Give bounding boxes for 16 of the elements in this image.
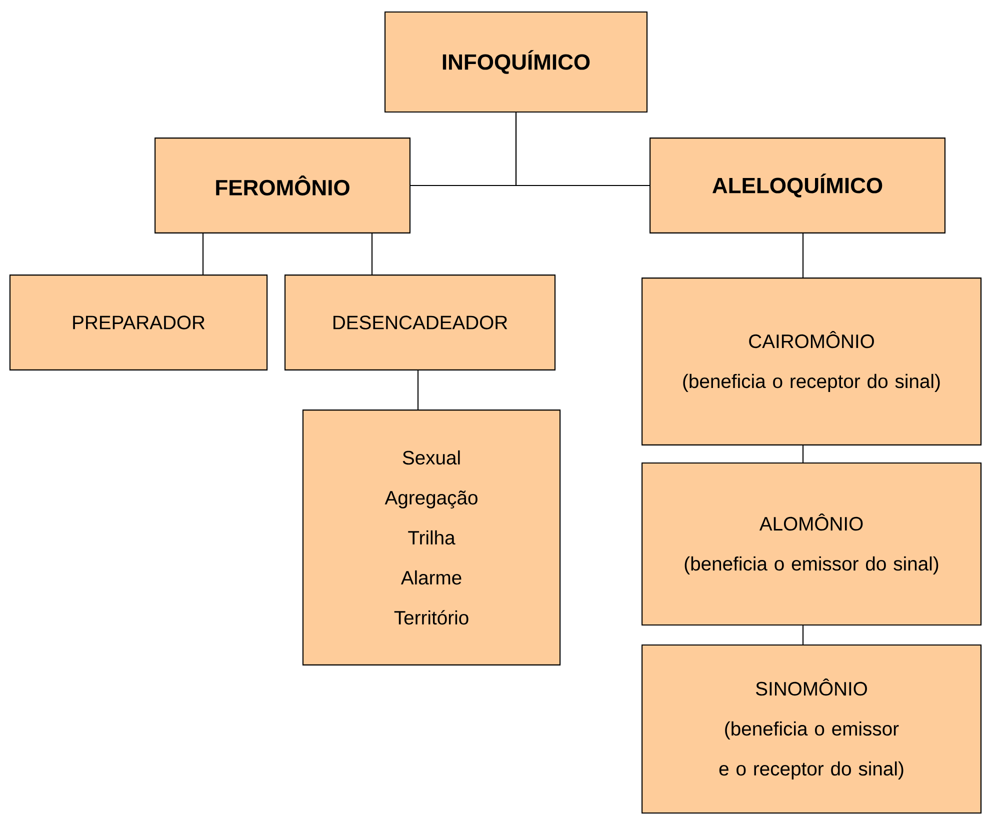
connector-line xyxy=(802,626,804,644)
category-box: DESENCADEADOR xyxy=(284,274,556,370)
category-box: ALOMÔNIO (beneficia o emissor do sinal) xyxy=(642,462,982,626)
category-box: INFOQUÍMICO xyxy=(384,11,648,113)
connector-line xyxy=(202,234,204,274)
category-box: PREPARADOR xyxy=(9,274,268,370)
connector-line xyxy=(371,234,373,274)
connector-line xyxy=(802,446,804,462)
category-box: FEROMÔNIO xyxy=(154,138,410,234)
connector-line xyxy=(802,234,804,278)
category-box: ALELOQUÍMICO xyxy=(650,138,946,234)
category-box: SINOMÔNIO (beneficia o emissor e o receptor do sinal) xyxy=(642,644,982,814)
category-box: CAIROMÔNIO (beneficia o receptor do sinal) xyxy=(642,278,982,446)
connector-line xyxy=(417,370,419,410)
connector-line xyxy=(515,112,650,186)
category-box: Sexual Agregação Trilha Alarme Território xyxy=(302,410,561,666)
